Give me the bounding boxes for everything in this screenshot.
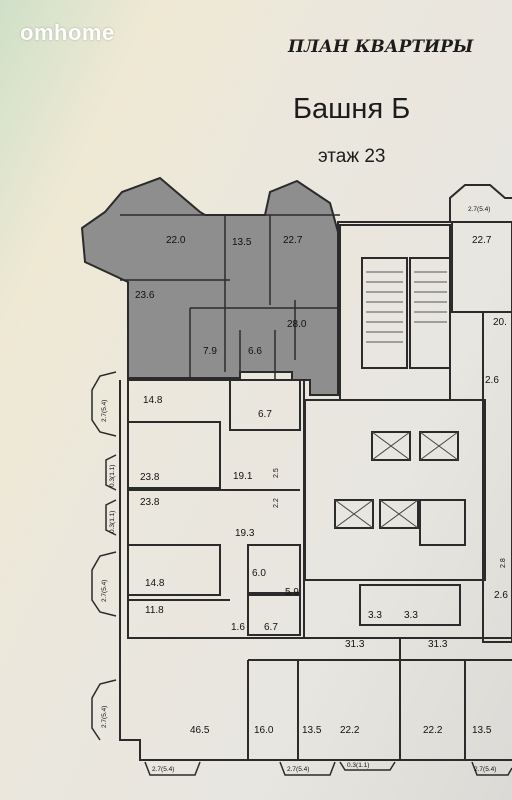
room-area-label: 23.8	[140, 497, 160, 508]
room-area-label: 5.9	[285, 587, 299, 598]
balcony-bays	[91, 371, 512, 776]
bay-labels: 2.7(5.4) 2.7(5.4) 0.3(1.1) 0.3(1.1) 2.7(…	[101, 206, 496, 773]
room-area-label: 22.0	[166, 235, 186, 246]
room-area-label: 2.5	[273, 468, 280, 478]
room-area-label: 31.3	[345, 639, 365, 650]
bay-label: 2.7(5.4)	[152, 766, 174, 773]
room-area-label: 2.2	[273, 498, 280, 508]
bay-label: 0.3(1.1)	[347, 762, 369, 769]
room-area-label: 46.5	[190, 725, 210, 736]
tower-label: Башня Б	[293, 93, 411, 125]
room-area-label: 28.0	[287, 319, 307, 330]
room-area-label: 2.8	[500, 558, 507, 568]
room-area-label: 3.3	[404, 610, 418, 621]
room-area-label: 22.7	[472, 235, 492, 246]
bay-label: 0.3(1.1)	[109, 465, 116, 487]
room-area-label: 13.5	[302, 725, 322, 736]
room-area-label: 23.8	[140, 472, 160, 483]
room-area-label: 22.2	[423, 725, 443, 736]
room-area-label: 13.5	[232, 237, 252, 248]
room-area-label: 14.8	[143, 395, 163, 406]
floor-walls	[119, 184, 512, 761]
room-area-label: 2.6	[494, 590, 508, 601]
room-area-label: 6.6	[248, 346, 262, 357]
elevator-crosses	[334, 431, 459, 529]
room-area-label: 14.8	[145, 578, 165, 589]
bay-label: 0.3(1.1)	[109, 511, 116, 533]
bay-label: 2.7(5.4)	[287, 766, 309, 773]
bay-label: 2.7(5.4)	[101, 706, 108, 728]
room-area-label: 20.	[493, 317, 507, 328]
omhome-logo: omhome	[20, 20, 115, 45]
room-area-label: 1.6	[231, 622, 245, 633]
room-area-label: 22.7	[283, 235, 303, 246]
highlighted-apartment	[80, 176, 340, 396]
room-area-label: 19.3	[235, 528, 255, 539]
room-area-label: 11.8	[145, 605, 164, 616]
room-area-label: 3.3	[368, 610, 382, 621]
floor-label: этаж 23	[318, 146, 386, 167]
room-area-label: 16.0	[254, 725, 274, 736]
bay-label: 2.7(5.4)	[101, 580, 108, 602]
room-area-label: 19.1	[233, 471, 253, 482]
room-area-label: 31.3	[428, 639, 448, 650]
plan-title: ПЛАН КВАРТИРЫ	[288, 37, 474, 57]
bay-label: 2.7(5.4)	[468, 206, 490, 213]
stair-lines	[366, 271, 447, 343]
room-area-label: 13.5	[472, 725, 492, 736]
bay-label: 2.7(5.4)	[474, 766, 496, 773]
room-area-label: 23.6	[135, 290, 155, 301]
room-area-label: 6.7	[258, 409, 272, 420]
room-area-label: 22.2	[340, 725, 360, 736]
room-area-label: 6.0	[252, 568, 266, 579]
room-area-label: 6.7	[264, 622, 278, 633]
bay-label: 2.7(5.4)	[101, 400, 108, 422]
room-area-label: 7.9	[203, 346, 217, 357]
room-area-label: 2.6	[485, 375, 499, 386]
room-area-labels: 22.0 13.5 22.7 22.7 23.6 28.0 20. 7.9 6.…	[135, 235, 508, 736]
